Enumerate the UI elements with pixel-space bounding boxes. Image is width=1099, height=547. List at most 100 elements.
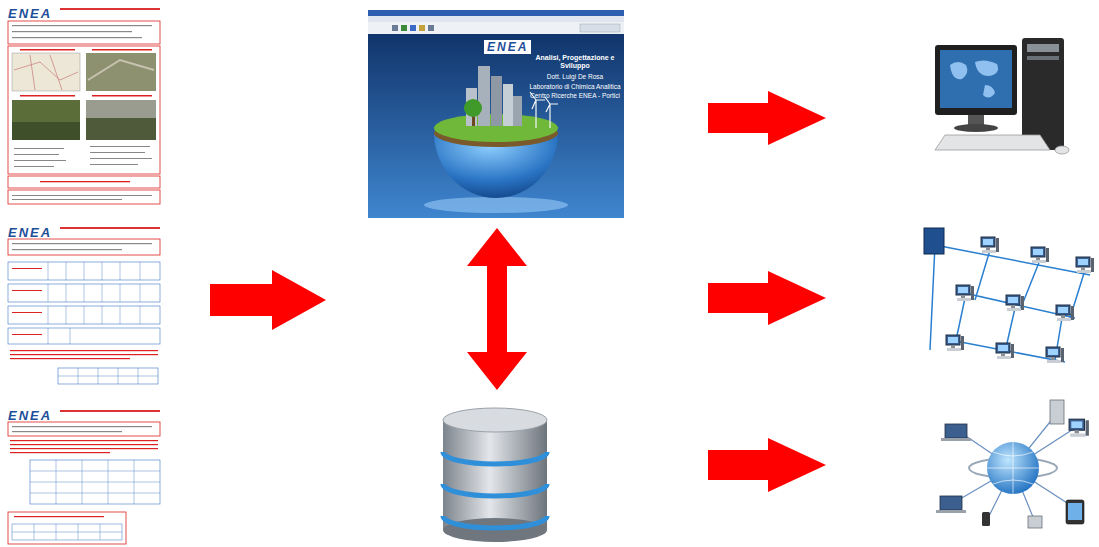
text-line [10,354,158,355]
laptop [945,424,967,438]
photo-ground [86,118,156,140]
tablet [1066,500,1084,524]
flow-arrow [708,438,826,492]
text-line [12,426,152,427]
flow-arrow [708,271,826,325]
note-box [8,190,160,204]
database-icon [443,408,547,542]
text-line [12,268,42,269]
photo-image [12,100,80,140]
text-line [90,164,138,165]
table-grid [48,262,140,344]
disk-band [443,484,547,496]
header-box [8,21,160,44]
tool-bar [368,22,624,34]
tool-icon [428,25,434,31]
network-icon [924,228,1094,363]
network-computer [1006,295,1024,311]
logo-text: ENEA [484,40,531,54]
network-computer [996,343,1014,359]
table-row [58,368,158,384]
cylinder-top [443,408,547,432]
menu-bar [368,16,624,22]
keyboard [935,135,1050,150]
header-line [60,410,160,412]
document-sheet: ENEA [5,222,163,386]
table [12,524,122,540]
phone [982,512,990,526]
software-screen: ENEAAnalisi, Progettazione e SviluppoDot… [368,10,624,218]
text-line [12,290,42,291]
screen [940,50,1012,108]
text-line [12,195,152,196]
text-line [14,166,54,167]
network-computer [981,237,999,253]
document-page [8,227,160,384]
tower [1022,38,1064,150]
logo-text: ENEA [8,226,52,239]
aerial-road [88,60,154,80]
tool-icon [410,25,416,31]
table-grid [30,460,160,504]
table-grid [58,368,158,384]
mouse [1055,146,1069,154]
monitor [935,45,1017,115]
software-screenshot [368,10,624,218]
monitor-stand [968,115,984,125]
app-window [368,10,624,218]
screen-subtitle: Dott. Luigi De Rosa [528,73,622,81]
text-line [12,25,152,26]
section-title [20,95,75,97]
network-wires [930,245,1090,362]
double-arrow [467,228,527,390]
text-line [12,243,152,244]
text-line [10,440,158,441]
title-bar [368,10,624,16]
text-line [90,158,152,159]
document-page [8,8,160,204]
tablet-screen [1068,503,1082,520]
drive-bay [1027,44,1059,52]
world-map [950,60,998,97]
flow-arrow [210,270,326,330]
document-sheet: ENEA [5,405,163,545]
network-computer [1076,257,1094,273]
server [924,228,944,254]
disk-band [443,452,547,464]
printer [1028,516,1042,528]
network-computer [946,335,964,351]
text-line [14,160,66,161]
laptop-base [941,438,971,441]
note-box [8,176,160,188]
text-line [12,312,42,313]
internet-icon [936,400,1089,528]
photo-ground [12,122,80,140]
text-line [12,249,122,250]
section-box [8,46,160,174]
header-line [60,227,160,229]
tool-icon [419,25,425,31]
table-grid [12,524,122,540]
tool-icon [392,25,398,31]
header-line [60,8,160,10]
table [30,460,160,504]
text-line [12,431,122,432]
section-title [92,95,152,97]
document-page [8,410,160,544]
text-line [14,516,104,517]
glow [424,197,568,213]
logo-text: ENEA [8,7,52,20]
screen-subtitle: Centro Ricerche ENEA - Portici [528,92,622,100]
network-computer [1031,247,1049,263]
laptop-base [936,510,966,513]
computer [1069,419,1089,437]
connection-lines [955,412,1075,522]
table-row [8,328,160,344]
text-line [10,448,158,449]
text-line [90,152,145,153]
building [491,76,502,126]
computer-icon [935,38,1069,154]
globe [987,442,1039,494]
